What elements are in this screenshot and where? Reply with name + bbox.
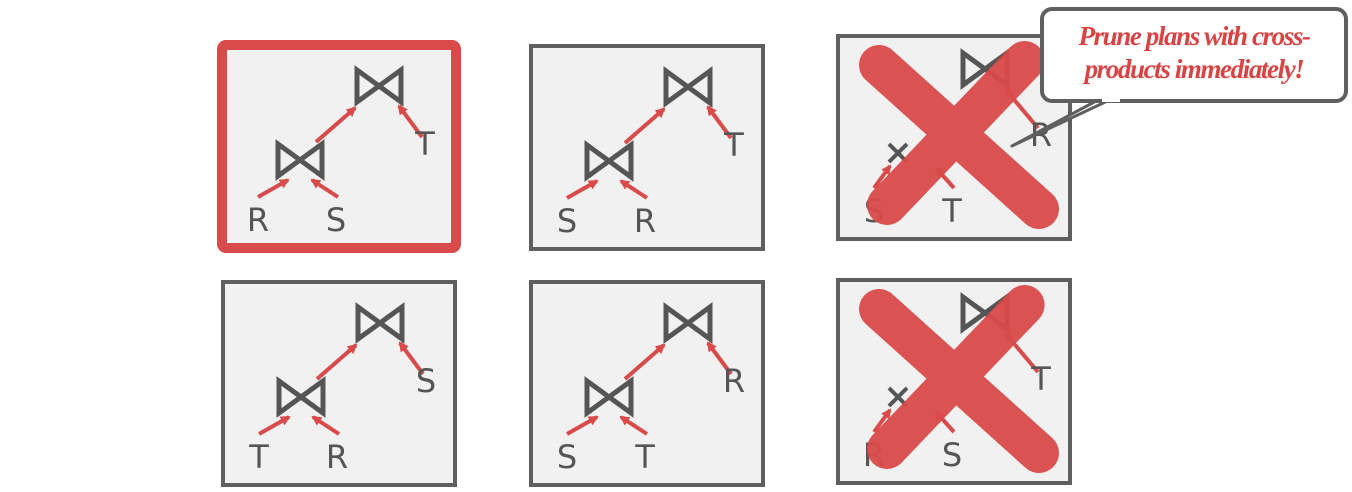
leaf-label-left: S	[557, 438, 577, 476]
left-leaf-arrow	[872, 164, 892, 190]
prune-callout: Prune plans with cross- products immedia…	[1010, 7, 1348, 148]
join-to-join-arrow	[315, 343, 358, 381]
plan-box: STR	[836, 34, 1072, 241]
right-input-arrow	[397, 104, 424, 139]
leaf-label-top: T	[414, 125, 435, 163]
plan-box: S R T	[529, 44, 765, 251]
plan-box: S T R	[529, 280, 765, 487]
callout-pointer	[1010, 94, 1119, 148]
pruned-x-mark	[859, 285, 1059, 473]
leaf-label-right: R	[634, 202, 656, 240]
leaf-label-top: T	[723, 126, 744, 164]
pruned-x-mark	[859, 41, 1059, 229]
left-leaf-arrow	[566, 179, 599, 200]
top-join-icon	[354, 65, 404, 107]
top-join-icon	[355, 302, 405, 344]
right-input-arrow	[398, 341, 425, 376]
right-leaf-arrow	[310, 178, 340, 199]
plan-box: R S T	[217, 40, 461, 253]
top-join-icon	[663, 66, 713, 108]
leaf-label-right: T	[634, 438, 655, 476]
callout-line-1: Prune plans with cross-	[1077, 21, 1311, 51]
plan-frame	[529, 44, 765, 251]
plan-frame	[529, 280, 765, 487]
left-leaf-arrow	[566, 415, 599, 436]
top-join-icon	[663, 302, 713, 344]
right-leaf-arrow	[311, 415, 341, 436]
leaf-label-right: T	[941, 192, 962, 230]
left-leaf-arrow	[872, 408, 892, 434]
right-leaf-arrow	[619, 415, 649, 436]
join-to-join-arrow	[623, 107, 666, 145]
bottom-join-icon	[584, 376, 634, 418]
leaf-label-top: R	[723, 362, 745, 400]
join-to-join-arrow	[314, 106, 357, 144]
plan-box: RST	[836, 278, 1072, 485]
leaf-label-top: R	[1030, 116, 1052, 154]
left-leaf-arrow	[258, 415, 291, 436]
right-input-arrow	[706, 341, 733, 376]
right-input-arrow	[706, 105, 733, 140]
callout-line-2: products immediately!	[1083, 54, 1304, 84]
right-leaf-arrow	[619, 179, 649, 200]
leaf-label-left: T	[248, 438, 269, 476]
left-leaf-arrow	[257, 178, 290, 199]
bottom-join-icon	[276, 376, 326, 418]
leaf-label-left: R	[247, 201, 269, 239]
leaf-label-right: R	[326, 438, 348, 476]
bottom-join-icon	[275, 139, 325, 181]
leaf-label-top: T	[1030, 360, 1051, 398]
bottom-join-icon	[584, 140, 634, 182]
join-to-join-arrow	[623, 343, 666, 381]
leaf-label-right: S	[942, 436, 962, 474]
plan-box: T R S	[221, 280, 457, 487]
callout-bubble	[1040, 7, 1348, 103]
selected-plan-frame	[217, 40, 461, 253]
leaf-label-top: S	[416, 362, 436, 400]
leaf-label-left: S	[557, 202, 577, 240]
plan-frame	[221, 280, 457, 487]
leaf-label-right: S	[326, 201, 346, 239]
